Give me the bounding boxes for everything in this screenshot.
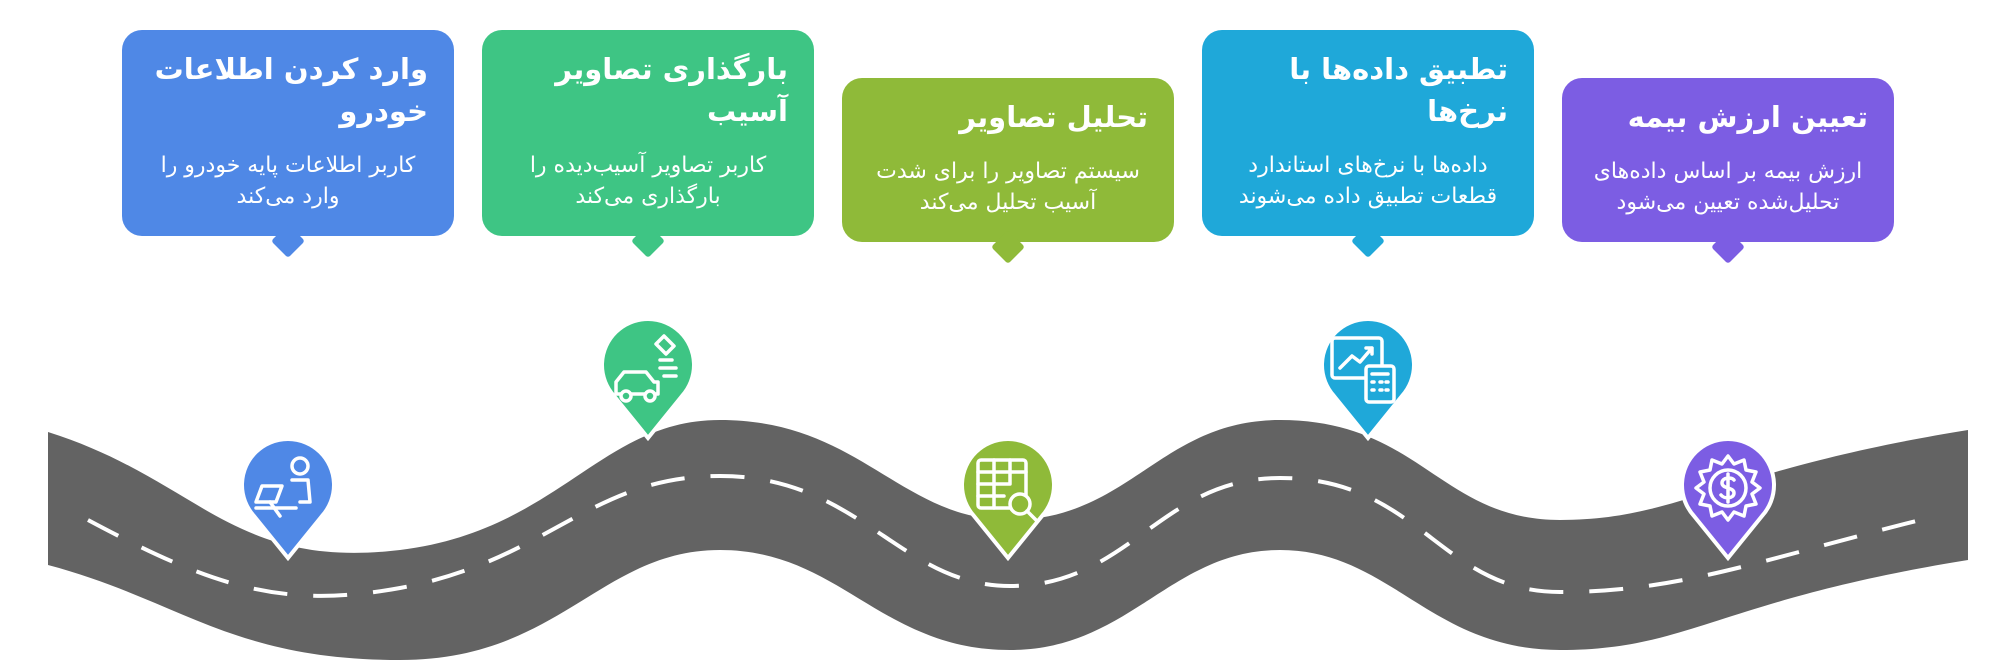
step-description: سیستم تصاویر را برای شدت آسیب تحلیل می‌ک… <box>876 159 1140 215</box>
car-satellite-icon <box>614 334 678 403</box>
person-laptop-icon <box>254 456 312 518</box>
map-pin-1 <box>234 436 342 566</box>
map-pin-4 <box>1314 316 1422 446</box>
lane-markings <box>87 473 1929 598</box>
step-title: بارگذاری تصاویر آسیب <box>555 52 788 128</box>
map-pin-2 <box>594 316 702 446</box>
step-description: کاربر تصاویر آسیب‌دیده را بارگذاری می‌کن… <box>529 153 767 209</box>
step-title: تحلیل تصاویر <box>959 100 1148 134</box>
step-description: کاربر اطلاعات پایه خودرو را وارد می‌کند <box>160 153 416 209</box>
step-card-1: وارد کردن اطلاعات خودرو کاربر اطلاعات پا… <box>122 30 454 258</box>
table-search-icon <box>976 458 1038 522</box>
chart-calculator-icon <box>1330 336 1396 404</box>
map-pin-5 <box>1674 436 1782 566</box>
step-card-3: تحلیل تصاویر سیستم تصاویر را برای شدت آس… <box>842 78 1174 264</box>
step-title: تعیین ارزش بیمه <box>1627 100 1868 134</box>
dollar-gear-icon <box>1694 454 1762 522</box>
step-card-5: تعیین ارزش بیمه ارزش بیمه بر اساس داده‌ه… <box>1562 78 1894 264</box>
step-description: ارزش بیمه بر اساس داده‌های تحلیل‌شده تعی… <box>1593 159 1863 215</box>
map-pin-3 <box>954 436 1062 566</box>
step-title: وارد کردن اطلاعات خودرو <box>154 52 428 128</box>
step-description: داده‌ها با نرخ‌های استاندارد قطعات تطبیق… <box>1238 153 1498 209</box>
step-title: تطبیق داده‌ها با نرخ‌ها <box>1289 52 1508 128</box>
step-card-2: بارگذاری تصاویر آسیب کاربر تصاویر آسیب‌د… <box>482 30 814 258</box>
step-card-4: تطبیق داده‌ها با نرخ‌ها داده‌ها با نرخ‌ه… <box>1202 30 1534 258</box>
